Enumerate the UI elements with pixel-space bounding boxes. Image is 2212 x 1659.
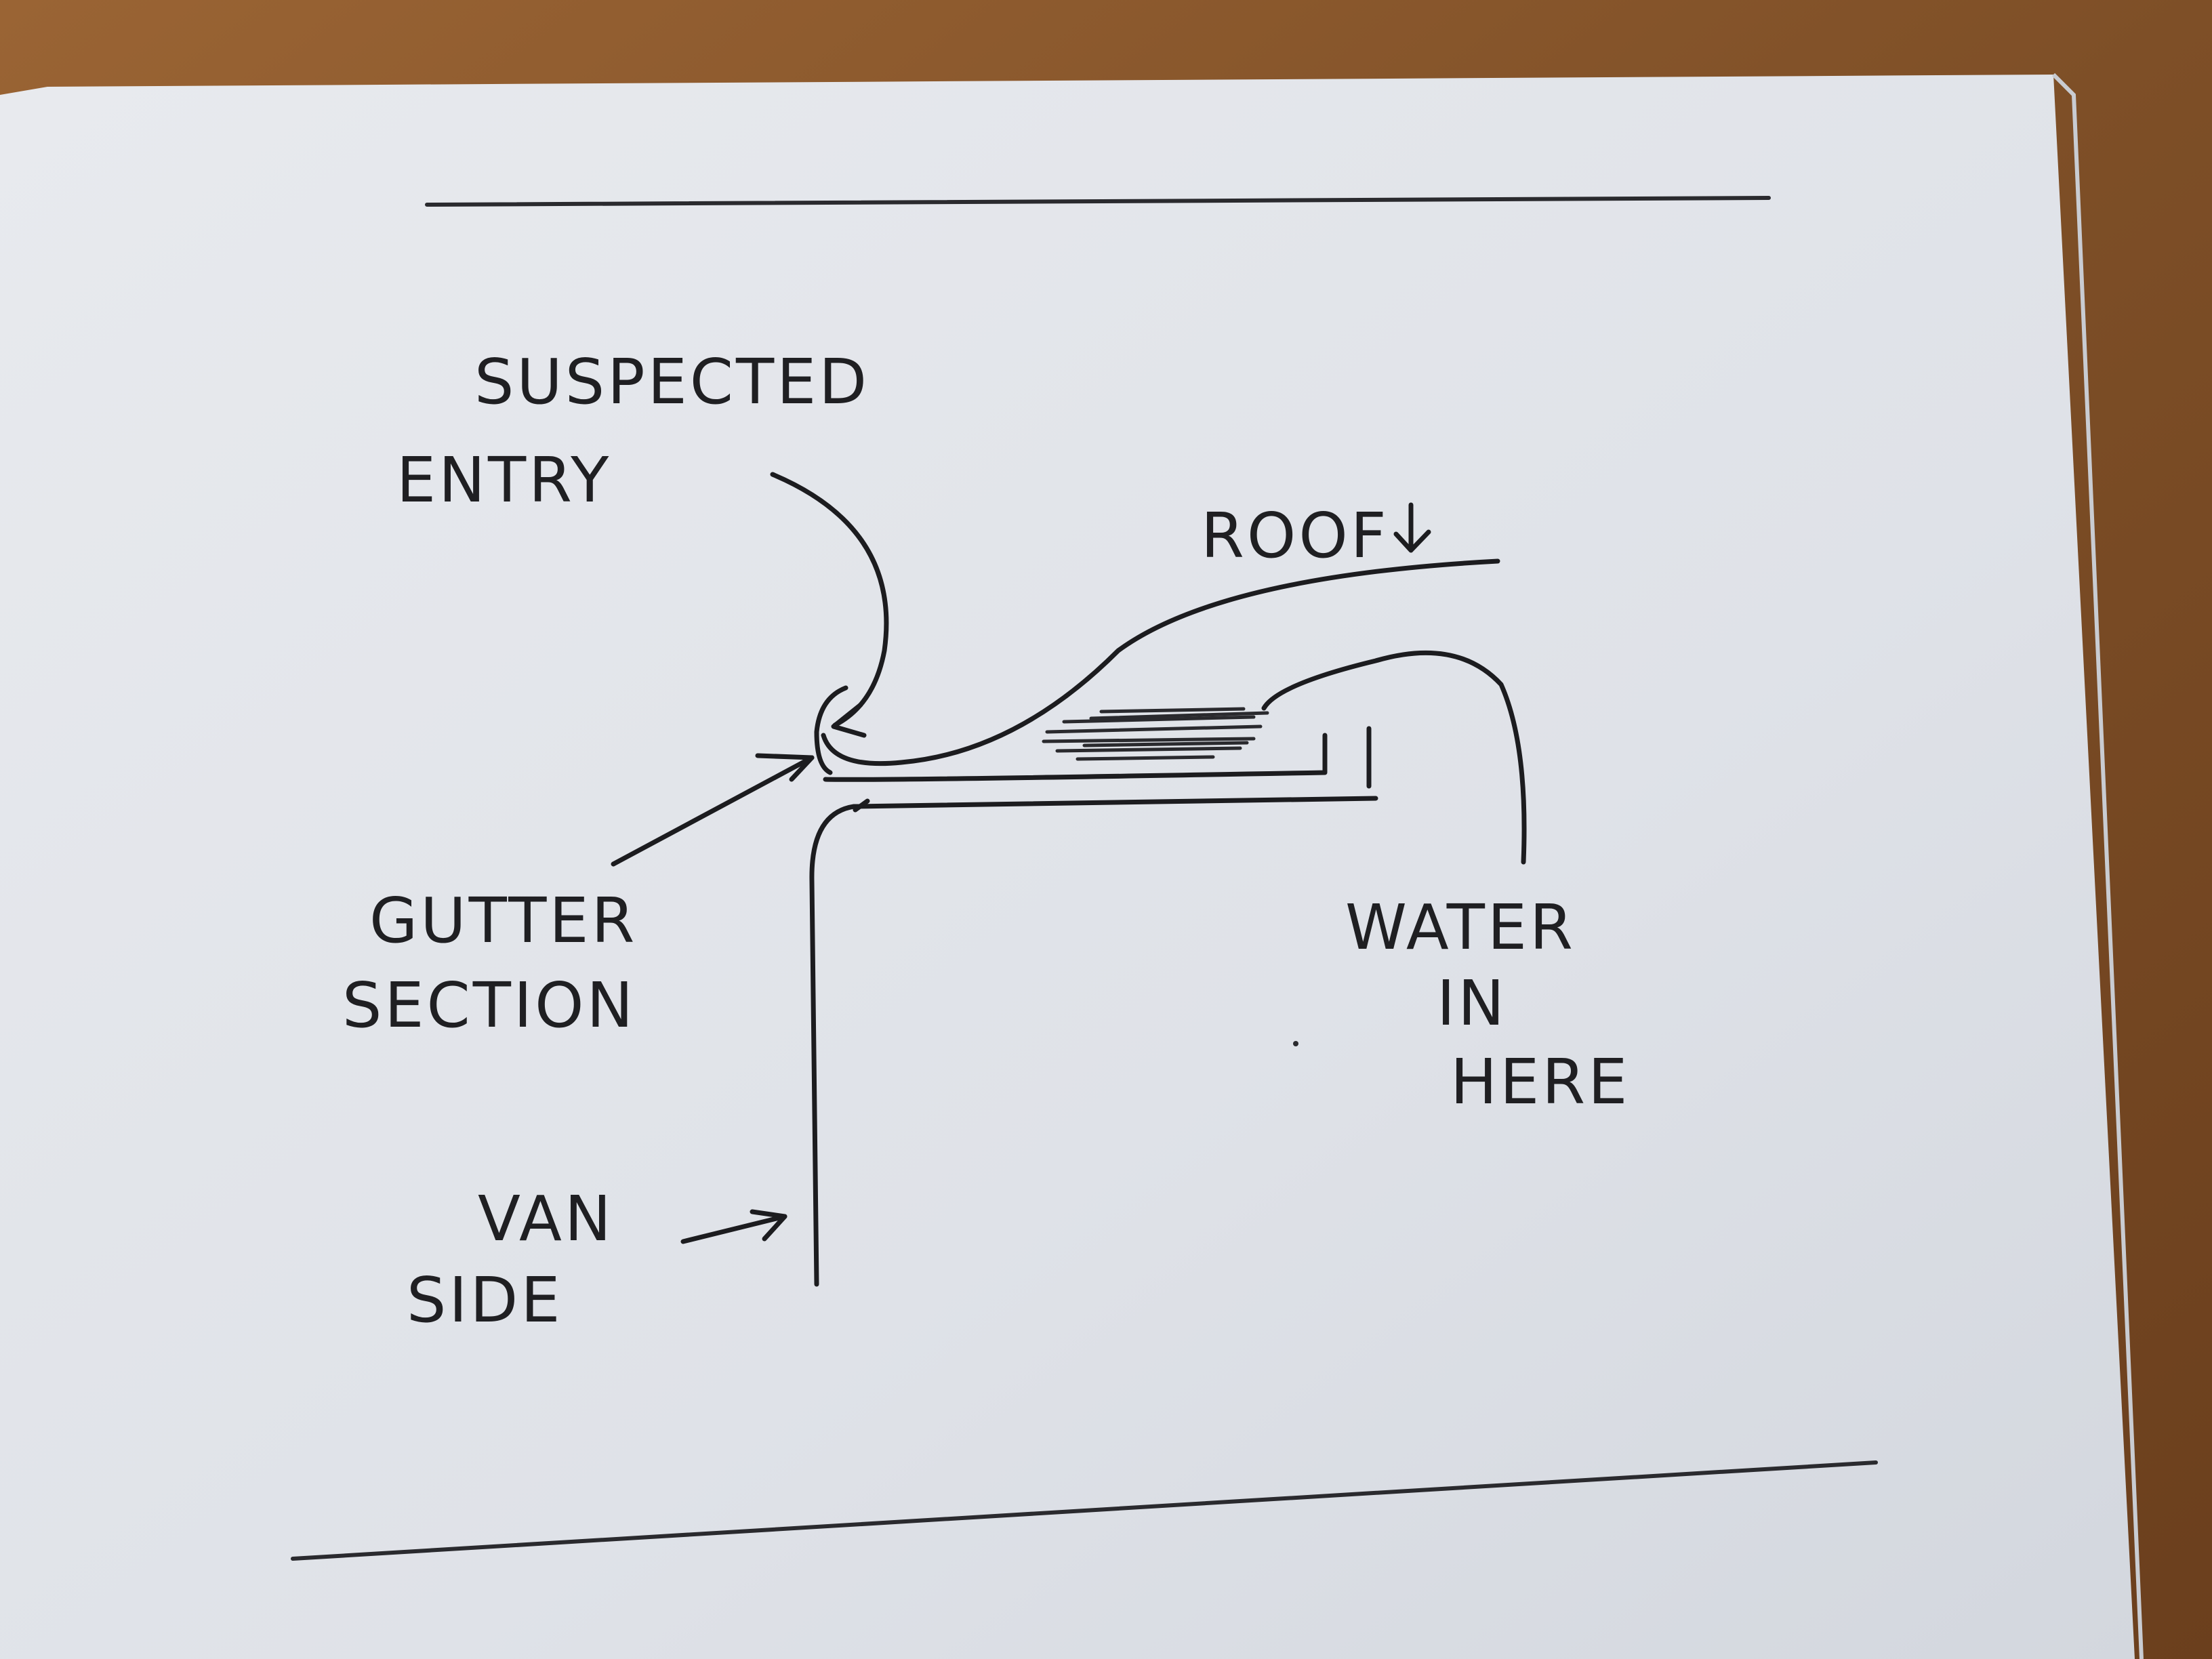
paper-sheet — [0, 75, 2135, 1659]
gutter-lip — [823, 733, 1328, 782]
label-in: IN — [1437, 967, 1507, 1040]
label-roof: ROOF — [1201, 499, 1389, 572]
gutter-channel — [814, 685, 848, 775]
label-van: VAN — [478, 1183, 614, 1255]
label-entry: ENTRY — [396, 444, 611, 516]
roof-line — [821, 558, 1500, 766]
gutter-tick — [853, 798, 870, 813]
label-side: SIDE — [407, 1264, 563, 1336]
gutter-section-arrow — [611, 755, 815, 867]
water-arrow-curve — [1261, 650, 1527, 865]
gutter-section-arrowhead — [755, 753, 815, 782]
van-side-wall — [809, 796, 1378, 1287]
suspected-entry-arrowhead — [831, 702, 867, 738]
label-suspected: SUSPECTED — [474, 346, 869, 418]
paper-edge — [2051, 73, 2144, 1659]
label-gutter: GUTTER — [369, 884, 637, 957]
label-water: WATER — [1345, 891, 1576, 964]
van-side-arrow — [680, 1214, 787, 1244]
label-section: SECTION — [342, 969, 636, 1042]
label-here: HERE — [1450, 1046, 1630, 1118]
roof-label-group: ROOF — [1201, 499, 1431, 572]
suspected-entry-arrow-curve — [770, 472, 889, 728]
top-rule-line — [425, 196, 1771, 207]
bottom-rule-line — [291, 1460, 1878, 1561]
arrow-down-icon — [1393, 502, 1431, 553]
ink-dot — [1293, 1041, 1298, 1046]
water-pool — [1042, 707, 1269, 761]
van-side-arrowhead — [750, 1209, 787, 1242]
